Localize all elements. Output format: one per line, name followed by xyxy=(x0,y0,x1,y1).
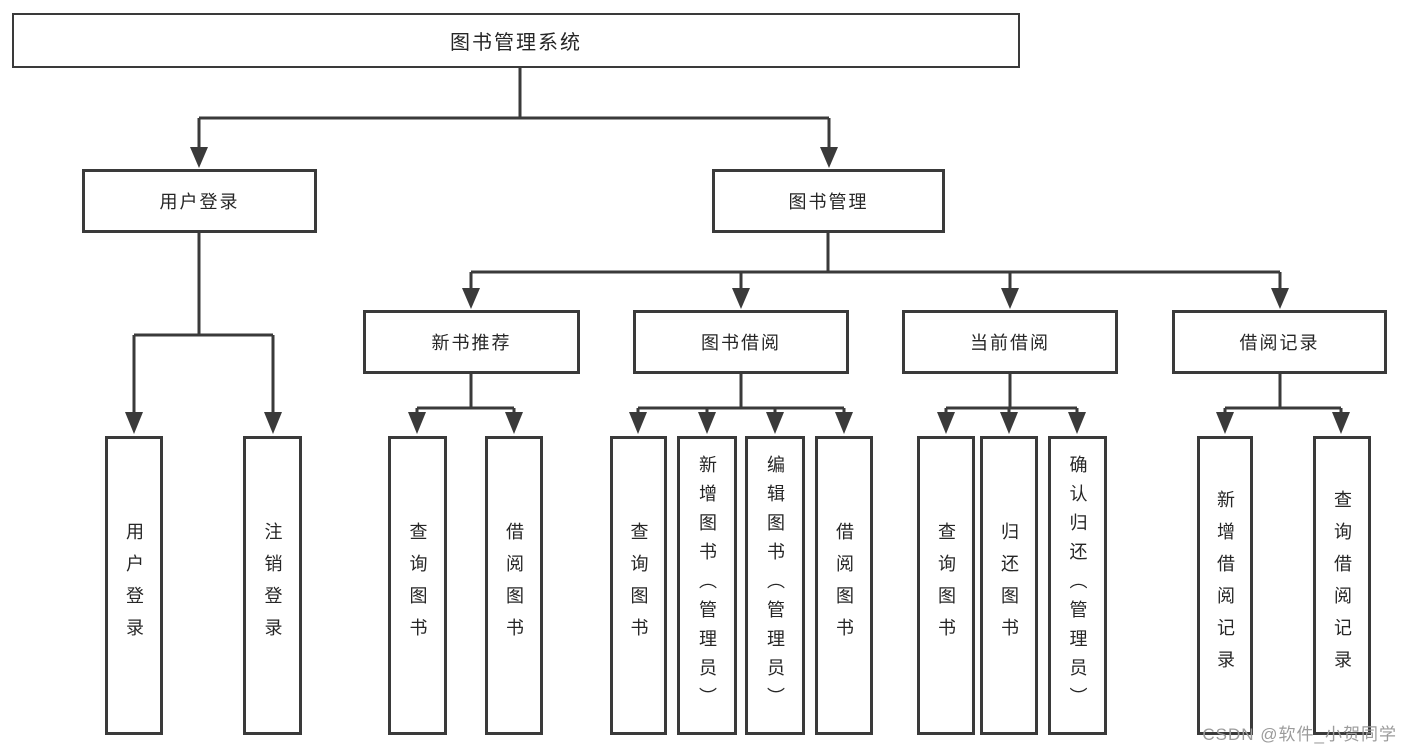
node-current-borrow-label: 当前借阅 xyxy=(970,333,1050,353)
leaf-borrow-borrow: 借阅图书 xyxy=(815,436,873,735)
leaf-user-login: 用户登录 xyxy=(105,436,163,735)
leaf-user-login-label: 用户登录 xyxy=(124,521,144,650)
leaf-records-query: 查询借阅记录 xyxy=(1313,436,1371,735)
leaf-borrow-borrow-label: 借阅图书 xyxy=(834,521,854,650)
leaf-records-add-label: 新增借阅记录 xyxy=(1215,489,1235,682)
node-borrow-records: 借阅记录 xyxy=(1172,310,1387,374)
leaf-borrow-edit-label: 编辑图书（管理员） xyxy=(765,455,785,716)
watermark: CSDN @软件_小贺同学 xyxy=(1202,725,1397,744)
leaf-current-query: 查询图书 xyxy=(917,436,975,735)
node-borrow-records-label: 借阅记录 xyxy=(1239,333,1320,353)
node-user-login-label: 用户登录 xyxy=(159,192,240,212)
leaf-current-confirm: 确认归还（管理员） xyxy=(1048,436,1107,735)
leaf-borrow-query-label: 查询图书 xyxy=(628,521,649,650)
leaf-logout: 注销登录 xyxy=(243,436,302,735)
leaf-current-return-label: 归还图书 xyxy=(999,521,1019,650)
leaf-borrow-edit: 编辑图书（管理员） xyxy=(745,436,805,735)
node-current-borrow: 当前借阅 xyxy=(902,310,1118,374)
leaf-current-query-label: 查询图书 xyxy=(936,521,956,650)
leaf-current-return: 归还图书 xyxy=(980,436,1038,735)
leaf-newbook-query: 查询图书 xyxy=(388,436,447,735)
node-book-management: 图书管理 xyxy=(712,169,945,233)
leaf-records-add: 新增借阅记录 xyxy=(1197,436,1253,735)
leaf-borrow-query: 查询图书 xyxy=(610,436,667,735)
leaf-borrow-add-label: 新增图书（管理员） xyxy=(697,455,717,716)
node-root-label: 图书管理系统 xyxy=(450,32,582,54)
leaf-newbook-borrow-label: 借阅图书 xyxy=(504,521,524,650)
node-book-borrow-label: 图书借阅 xyxy=(701,333,781,353)
leaf-borrow-add: 新增图书（管理员） xyxy=(677,436,737,735)
node-new-book: 新书推荐 xyxy=(363,310,580,374)
leaf-logout-label: 注销登录 xyxy=(262,521,283,650)
node-root: 图书管理系统 xyxy=(12,13,1020,68)
leaf-current-confirm-label: 确认归还（管理员） xyxy=(1067,455,1088,716)
node-book-management-label: 图书管理 xyxy=(788,192,869,212)
node-book-borrow: 图书借阅 xyxy=(633,310,849,374)
down-arrow-icons xyxy=(125,147,1350,434)
leaf-newbook-query-label: 查询图书 xyxy=(407,521,428,650)
leaf-newbook-borrow: 借阅图书 xyxy=(485,436,543,735)
node-user-login: 用户登录 xyxy=(82,169,317,233)
node-new-book-label: 新书推荐 xyxy=(431,333,512,353)
leaf-records-query-label: 查询借阅记录 xyxy=(1332,489,1352,682)
